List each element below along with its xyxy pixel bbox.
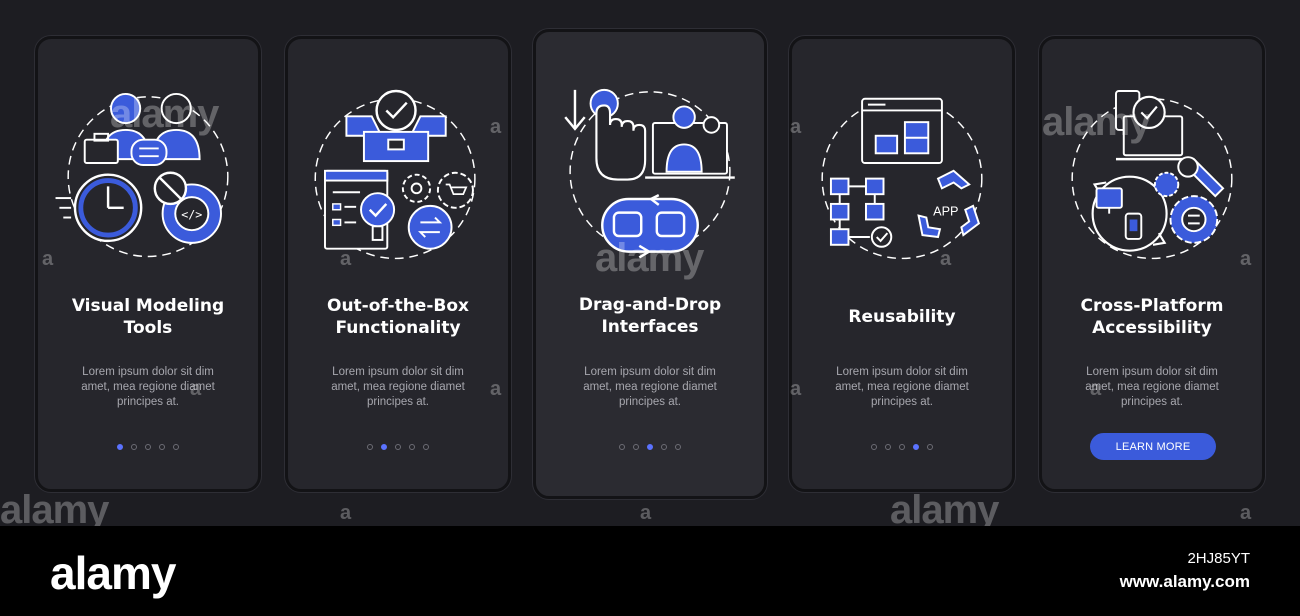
pagination-dot-3[interactable]: [899, 444, 905, 450]
description-line-2: amet, mea regione diamet: [835, 381, 969, 393]
pagination-dot-3[interactable]: [647, 444, 653, 450]
description-line-3: principes at.: [1120, 396, 1183, 408]
watermark-letter: a: [1240, 502, 1252, 524]
watermark-letter: a: [640, 502, 652, 524]
reusability-icon: APP: [792, 39, 1012, 289]
screen-title-line-2: Functionality: [335, 318, 461, 338]
screen-title-line-1: Cross-Platform: [1080, 296, 1224, 316]
learn-more-button[interactable]: LEARN MORE: [1090, 433, 1216, 460]
pagination-dot-2[interactable]: [633, 444, 639, 450]
site-url: www.alamy.com: [1119, 572, 1250, 591]
onboarding-screen-4: APP Reusability Lorem ipsum dolor sit di…: [789, 36, 1015, 492]
description-line-1: Lorem ipsum dolor sit dim: [1086, 366, 1218, 378]
screen-title-line-1: Reusability: [848, 307, 956, 327]
pagination-dot-1[interactable]: [871, 444, 877, 450]
pagination-dot-2[interactable]: [381, 444, 387, 450]
screen-title: Drag-and-Drop Interfaces: [546, 290, 754, 342]
description-line-1: Lorem ipsum dolor sit dim: [584, 366, 716, 378]
screen-title: Reusability: [802, 291, 1002, 343]
screen-title-line-2: Accessibility: [1092, 318, 1212, 338]
svg-text:</>: </>: [181, 208, 202, 222]
description-line-3: principes at.: [366, 396, 429, 408]
pagination-dot-5[interactable]: [423, 444, 429, 450]
screen-title-line-2: Interfaces: [601, 317, 699, 337]
screen-title-line-1: Visual Modeling: [71, 296, 225, 316]
drag-and-drop-interfaces-icon: [536, 32, 764, 290]
watermark-letter: a: [340, 502, 352, 524]
screen-description: Lorem ipsum dolor sit dim amet, mea regi…: [68, 365, 228, 410]
pagination-dot-2[interactable]: [131, 444, 137, 450]
description-line-1: Lorem ipsum dolor sit dim: [332, 366, 464, 378]
screen-title-line-1: Out-of-the-Box: [327, 296, 469, 316]
pagination-dot-3[interactable]: [145, 444, 151, 450]
pagination-dot-5[interactable]: [173, 444, 179, 450]
app-label: APP: [933, 205, 958, 219]
pagination-dot-4[interactable]: [159, 444, 165, 450]
visual-modeling-tools-icon: </>: [38, 39, 258, 289]
description-line-2: amet, mea regione diamet: [81, 381, 215, 393]
image-id: 2HJ85YT: [1187, 550, 1250, 567]
pagination-dots: [792, 444, 1012, 450]
description-line-3: principes at.: [870, 396, 933, 408]
cross-platform-accessibility-icon: [1042, 39, 1262, 289]
pagination-dot-1[interactable]: [117, 444, 123, 450]
pagination-dot-1[interactable]: [367, 444, 373, 450]
screen-title-line-1: Drag-and-Drop: [578, 295, 722, 315]
description-line-2: amet, mea regione diamet: [1085, 381, 1219, 393]
description-line-1: Lorem ipsum dolor sit dim: [82, 366, 214, 378]
pagination-dot-4[interactable]: [661, 444, 667, 450]
description-line-3: principes at.: [618, 396, 681, 408]
description-line-2: amet, mea regione diamet: [583, 381, 717, 393]
onboarding-screens-canvas: </> Visual Modeling Tools Lorem ipsum do…: [0, 29, 1265, 532]
onboarding-screen-1: </> Visual Modeling Tools Lorem ipsum do…: [35, 36, 261, 492]
pagination-dots: [536, 444, 764, 450]
onboarding-screen-2: Out-of-the-Box Functionality Lorem ipsum…: [285, 36, 511, 492]
pagination-dot-2[interactable]: [885, 444, 891, 450]
screen-description: Lorem ipsum dolor sit dim amet, mea regi…: [318, 365, 478, 410]
watermark-footer: alamy 2HJ85YT www.alamy.com: [0, 526, 1300, 616]
pagination-dot-3[interactable]: [395, 444, 401, 450]
out-of-the-box-functionality-icon: [288, 39, 508, 289]
screen-description: Lorem ipsum dolor sit dim amet, mea regi…: [566, 365, 734, 410]
screen-description: Lorem ipsum dolor sit dim amet, mea regi…: [822, 365, 982, 410]
pagination-dot-5[interactable]: [927, 444, 933, 450]
pagination-dot-4[interactable]: [409, 444, 415, 450]
pagination-dot-1[interactable]: [619, 444, 625, 450]
screen-description: Lorem ipsum dolor sit dim amet, mea regi…: [1072, 365, 1232, 410]
onboarding-screen-3: Drag-and-Drop Interfaces Lorem ipsum dol…: [533, 29, 767, 499]
onboarding-screen-5: Cross-Platform Accessibility Lorem ipsum…: [1039, 36, 1265, 492]
screen-title: Visual Modeling Tools: [48, 291, 248, 343]
screen-title-line-2: Tools: [123, 318, 173, 338]
pagination-dot-4[interactable]: [913, 444, 919, 450]
screen-title: Out-of-the-Box Functionality: [298, 291, 498, 343]
pagination-dots: [288, 444, 508, 450]
description-line-1: Lorem ipsum dolor sit dim: [836, 366, 968, 378]
screen-title: Cross-Platform Accessibility: [1052, 291, 1252, 343]
pagination-dots: [38, 444, 258, 450]
pagination-dot-5[interactable]: [675, 444, 681, 450]
description-line-3: principes at.: [116, 396, 179, 408]
alamy-logo: alamy: [50, 547, 176, 599]
description-line-2: amet, mea regione diamet: [331, 381, 465, 393]
